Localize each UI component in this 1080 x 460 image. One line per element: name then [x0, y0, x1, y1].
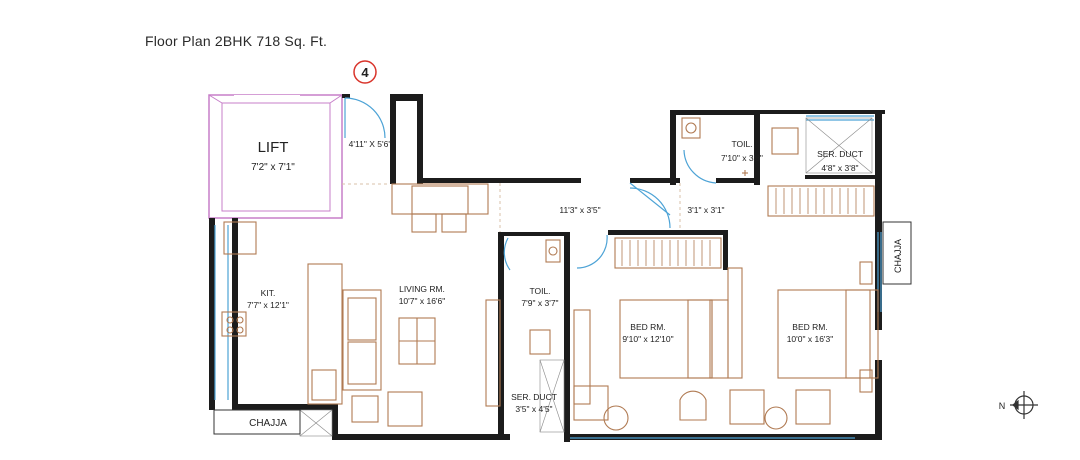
chajja-boxes: [213, 221, 912, 435]
kitchen-dims: 7'7" x 12'1": [247, 300, 289, 310]
lift-label: LIFT: [258, 139, 289, 156]
ser-duct1-dims: 3'5" x 4'5": [515, 404, 552, 414]
passage-dims: 11'3" x 3'5": [559, 205, 600, 215]
kitchen-label: KIT.: [261, 288, 276, 298]
windows: [214, 115, 882, 439]
lift-dims: 7'2" x 7'1": [251, 162, 295, 173]
compass-north-label: N: [999, 401, 1006, 411]
bed1-label: BED RM.: [630, 322, 665, 332]
chajja-bottom-label: CHAJJA: [249, 418, 287, 429]
furniture: [221, 117, 879, 431]
living-label: LIVING RM.: [399, 284, 445, 294]
unit-badge-number: 4: [361, 65, 369, 80]
ser-duct1-label: SER. DUCT: [511, 392, 557, 402]
walls: [209, 94, 885, 442]
bed2-dims: 10'0" x 16'3": [787, 334, 834, 344]
toilet2-label: TOIL.: [731, 139, 752, 149]
passage2-dims: 3'1" x 3'1": [687, 205, 724, 215]
living-dims: 10'7" x 16'6": [399, 296, 446, 306]
bed2-label: BED RM.: [792, 322, 827, 332]
ser-duct2-dims: 4'8" x 3'8": [821, 163, 858, 173]
toilet1-label: TOIL.: [529, 286, 550, 296]
bed1-dims: 9'10" x 12'10": [622, 334, 673, 344]
ser-duct2-label: SER. DUCT: [817, 149, 863, 159]
lift-shaft: [208, 94, 343, 219]
page-title: Floor Plan 2BHK 718 Sq. Ft.: [145, 33, 328, 49]
unit-badge: 4: [353, 60, 377, 84]
toilet1-dims: 7'9" x 3'7": [521, 298, 558, 308]
chajja-right-label: CHAJJA: [893, 239, 903, 273]
compass-icon: [1010, 391, 1038, 419]
service-duct-hatch: [299, 117, 873, 437]
toilet2-dims: 7'10" x 3'8": [721, 153, 763, 163]
entry-dims: 4'11" X 5'6": [349, 139, 392, 149]
doors: [344, 97, 717, 271]
passage-lines: [342, 183, 681, 232]
